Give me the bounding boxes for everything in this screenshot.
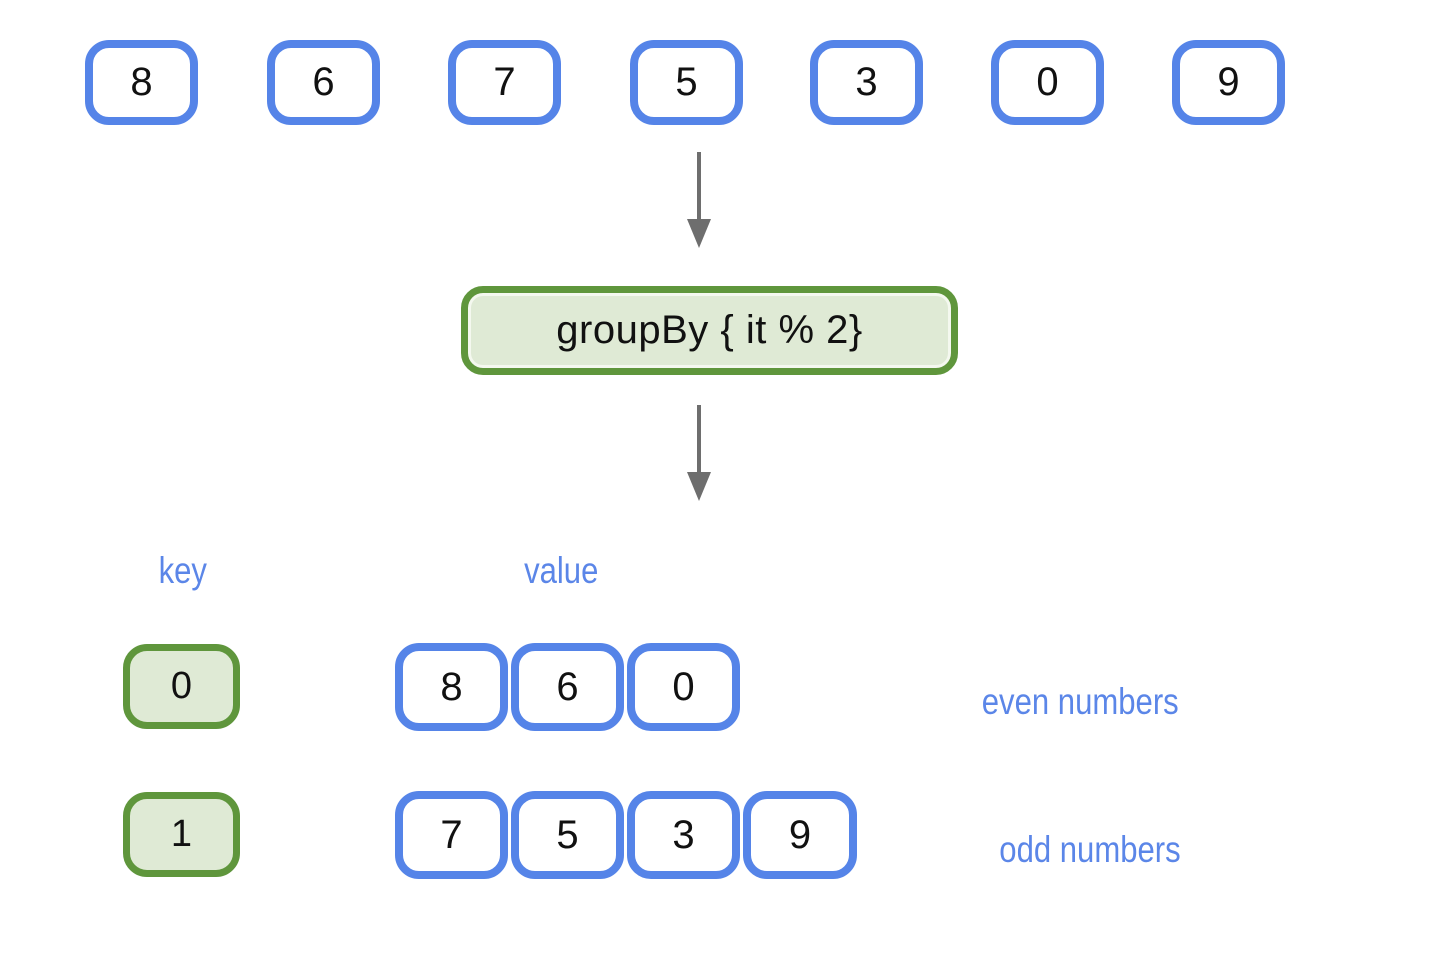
input-item-box: 0 — [991, 40, 1104, 125]
number-label: 0 — [672, 664, 695, 709]
number-label: 3 — [672, 812, 695, 857]
key-column-header: key — [118, 550, 248, 592]
key-label: 0 — [170, 665, 193, 707]
number-label: 7 — [493, 60, 516, 104]
key-box: 1 — [123, 792, 240, 877]
number-label: 6 — [556, 664, 579, 709]
operation-label: groupBy { it % 2} — [556, 308, 863, 352]
value-box: 0 — [627, 643, 740, 731]
group-caption-label: odd numbers — [999, 829, 1181, 870]
value-column-header: value — [478, 550, 644, 592]
value-box: 8 — [395, 643, 508, 731]
number-label: 7 — [440, 812, 463, 857]
input-item-box: 9 — [1172, 40, 1285, 125]
number-label: 5 — [556, 812, 579, 857]
number-label: 5 — [675, 60, 698, 104]
key-header-label: key — [158, 550, 208, 591]
value-box: 6 — [511, 643, 624, 731]
value-header-label: value — [523, 550, 599, 591]
number-label: 9 — [788, 812, 812, 857]
group-caption: odd numbers — [950, 829, 1230, 871]
input-item-box: 8 — [85, 40, 198, 125]
number-label: 9 — [1217, 60, 1240, 104]
input-item-box: 3 — [810, 40, 923, 125]
number-label: 3 — [855, 60, 878, 104]
input-item-box: 5 — [630, 40, 743, 125]
arrow-down-icon — [687, 405, 711, 501]
input-item-box: 6 — [267, 40, 380, 125]
number-label: 8 — [130, 60, 153, 104]
arrow-down-icon — [687, 152, 711, 248]
number-label: 8 — [440, 664, 463, 709]
input-item-box: 7 — [448, 40, 561, 125]
value-box: 9 — [743, 791, 857, 879]
group-caption: even numbers — [940, 681, 1220, 723]
key-label: 1 — [170, 813, 193, 855]
number-label: 0 — [1036, 60, 1059, 104]
groupby-operation-box: groupBy { it % 2} — [461, 286, 958, 375]
number-label: 6 — [312, 60, 335, 104]
value-box: 5 — [511, 791, 624, 879]
value-box: 3 — [627, 791, 740, 879]
group-caption-label: even numbers — [981, 681, 1179, 722]
value-box: 7 — [395, 791, 508, 879]
key-box: 0 — [123, 644, 240, 729]
